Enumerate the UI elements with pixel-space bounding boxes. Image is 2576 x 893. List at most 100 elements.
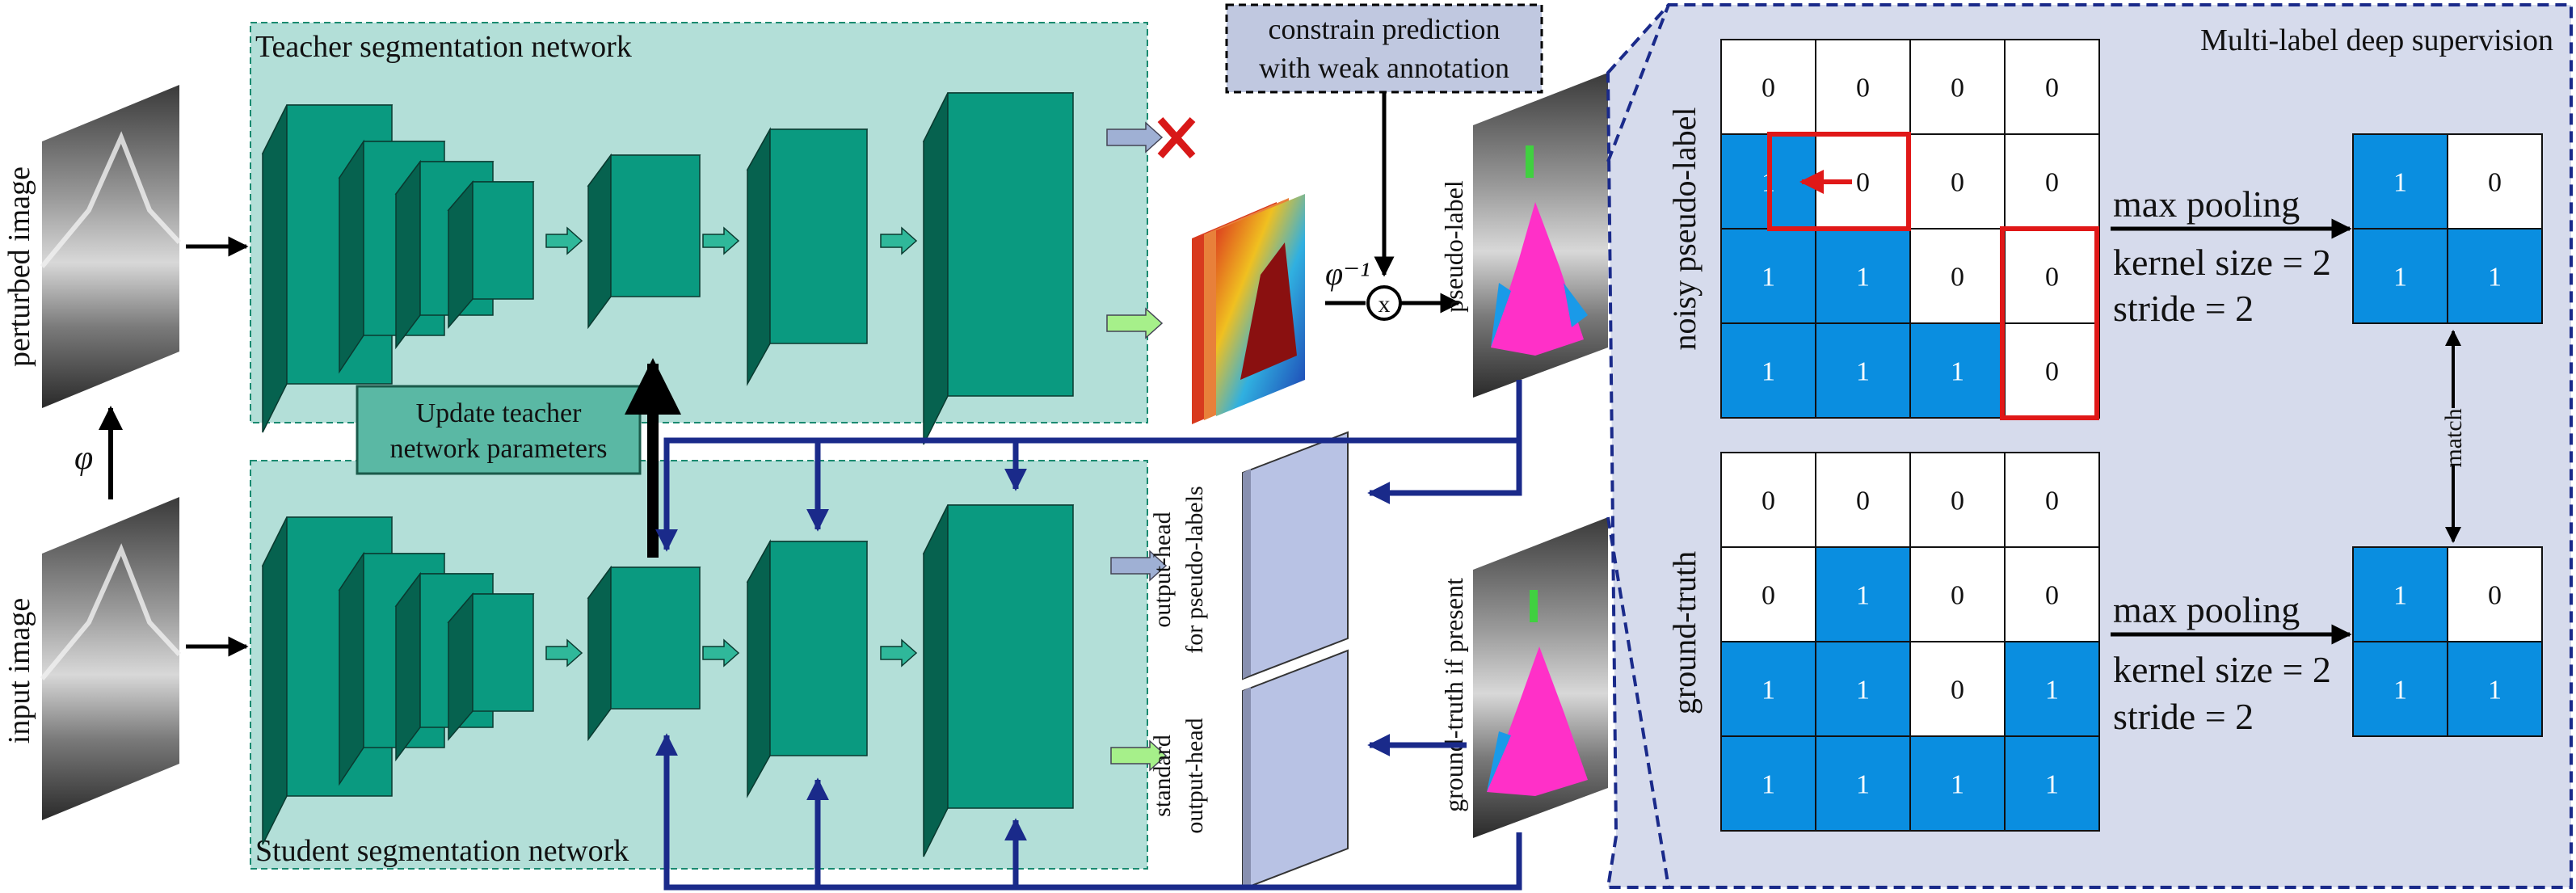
update-teacher-line2: network parameters (389, 434, 607, 464)
gt-cell-value: 0 (1951, 676, 1964, 706)
gt-cell: 0 (2004, 546, 2100, 642)
constraint-box (1225, 3, 1543, 94)
noisy-cell: 0 (1909, 133, 2006, 230)
noisy-cell-value: 0 (2045, 263, 2059, 293)
gt-cell-value: 0 (1762, 581, 1775, 611)
noisy-cell: 1 (1720, 228, 1816, 324)
pooled-noisy-cell: 0 (2447, 133, 2543, 230)
supervision-title: Multi-label deep supervision (2200, 23, 2553, 57)
teacher-decoder-block-1 (746, 127, 869, 386)
pooled-noisy-cell-value: 0 (2488, 168, 2502, 198)
noisy-cell-value: 1 (1951, 357, 1964, 387)
pooled-gt-cell-value: 1 (2393, 676, 2407, 706)
gt-cell: 0 (2004, 452, 2100, 548)
gt-cell: 1 (2004, 735, 2100, 832)
update-teacher-box (356, 385, 642, 475)
perturbed-image (40, 85, 182, 408)
gt-cell-value: 1 (1856, 676, 1870, 706)
gt-cell-value: 1 (2045, 676, 2059, 706)
noisy-cell-value: 0 (1951, 263, 1964, 293)
noisy-pseudo-label-text: noisy pseudo-label (1666, 107, 1703, 350)
gt-cell-value: 0 (2045, 581, 2059, 611)
gt-cell: 1 (1815, 735, 1911, 832)
gt-cell: 0 (1720, 452, 1816, 548)
pooled-gt-cell: 1 (2352, 641, 2448, 737)
match-text: match (2440, 408, 2467, 467)
flow-arrow (545, 226, 583, 255)
noisy-cell: 0 (2004, 133, 2100, 230)
pooled-gt-cell: 1 (2352, 546, 2448, 642)
highlight-box-1 (1767, 132, 1911, 231)
pooled-noisy-cell: 1 (2352, 133, 2448, 230)
student-decoder-block-1 (746, 539, 869, 798)
pooled-noisy-cell: 1 (2447, 228, 2543, 324)
gt-cell: 1 (1720, 641, 1816, 737)
gt-cell: 0 (1815, 452, 1911, 548)
gt-cell: 0 (1720, 546, 1816, 642)
pool2-op: max pooling (2113, 589, 2300, 630)
noisy-cell: 1 (1909, 322, 2006, 419)
noisy-cell: 1 (1815, 322, 1911, 419)
noisy-cell-value: 0 (2045, 357, 2059, 387)
pooled-gt-cell: 0 (2447, 546, 2543, 642)
ground-truth-image (1473, 517, 1608, 838)
gt-cell-value: 0 (2045, 487, 2059, 516)
flow-arrow (702, 226, 740, 255)
gt-cell-value: 0 (1951, 487, 1964, 516)
panel-connector-top (1606, 4, 1670, 162)
ground-truth-text: ground-truth (1666, 551, 1703, 714)
noisy-cell-value: 0 (1856, 168, 1870, 198)
pseudo-label-image (1473, 73, 1608, 398)
student-blocks (261, 504, 1075, 857)
noisy-cell-value: 1 (1762, 357, 1775, 387)
student-head-arrow-bottom (1110, 739, 1168, 772)
gt-cell-value: 0 (1762, 487, 1775, 516)
noisy-cell-value: 0 (1951, 168, 1964, 198)
pool2-kernel: kernel size = 2 (2113, 649, 2331, 690)
highlight-box-2 (2000, 226, 2099, 420)
phi-symbol: φ (74, 440, 93, 477)
noisy-cell-value: 0 (1762, 74, 1775, 103)
pooled-gt-cell-value: 0 (2488, 581, 2502, 611)
gt-cell: 1 (1815, 641, 1911, 737)
student-network-title: Student segmentation network (255, 834, 629, 868)
gt-cell-value: 1 (1856, 770, 1870, 800)
teacher-head-arrow-bottom (1106, 307, 1164, 339)
pooled-gt-cell-value: 1 (2393, 581, 2407, 611)
input-image (40, 497, 182, 820)
gt-cell-value: 1 (1856, 581, 1870, 611)
gt-cell-value: 1 (2045, 770, 2059, 800)
constraint-line2: with weak annotation (1259, 52, 1509, 84)
noisy-cell-value: 0 (1856, 74, 1870, 103)
noisy-cell: 0 (2004, 322, 2100, 419)
gt-cell: 1 (2004, 641, 2100, 737)
teacher-network-title: Teacher segmentation network (255, 30, 632, 64)
perturbed-image-label: perturbed image (2, 166, 36, 367)
multiply-symbol: x (1378, 291, 1391, 318)
noisy-cell-value: 0 (1951, 74, 1964, 103)
pool1-stride: stride = 2 (2113, 288, 2254, 329)
output-head-standard (1242, 649, 1349, 891)
inverse-phi-symbol: φ⁻¹ (1325, 255, 1370, 292)
gt-cell: 1 (1720, 735, 1816, 832)
flow-arrow (545, 638, 583, 668)
noisy-cell: 0 (1720, 39, 1816, 135)
noisy-cell: 0 (1909, 228, 2006, 324)
gt-cell-value: 0 (1856, 487, 1870, 516)
probability-heatmaps (1192, 194, 1305, 424)
flow-arrow (880, 638, 918, 668)
pool1-kernel: kernel size = 2 (2113, 242, 2331, 283)
noisy-cell: 0 (1909, 39, 2006, 135)
head-pseudo-line2: for pseudo-labels (1181, 486, 1208, 653)
teacher-blocks (261, 92, 1075, 445)
teacher-encoder-block-4 (447, 179, 535, 330)
pseudo-label-text: pseudo-label (1439, 180, 1468, 313)
output-head-pseudo (1242, 431, 1349, 680)
ground-truth-if-present-text: ground-truth if present (1439, 578, 1468, 812)
gt-cell: 0 (1909, 452, 2006, 548)
noisy-cell-value: 0 (2045, 74, 2059, 103)
noisy-cell-value: 0 (2045, 168, 2059, 198)
